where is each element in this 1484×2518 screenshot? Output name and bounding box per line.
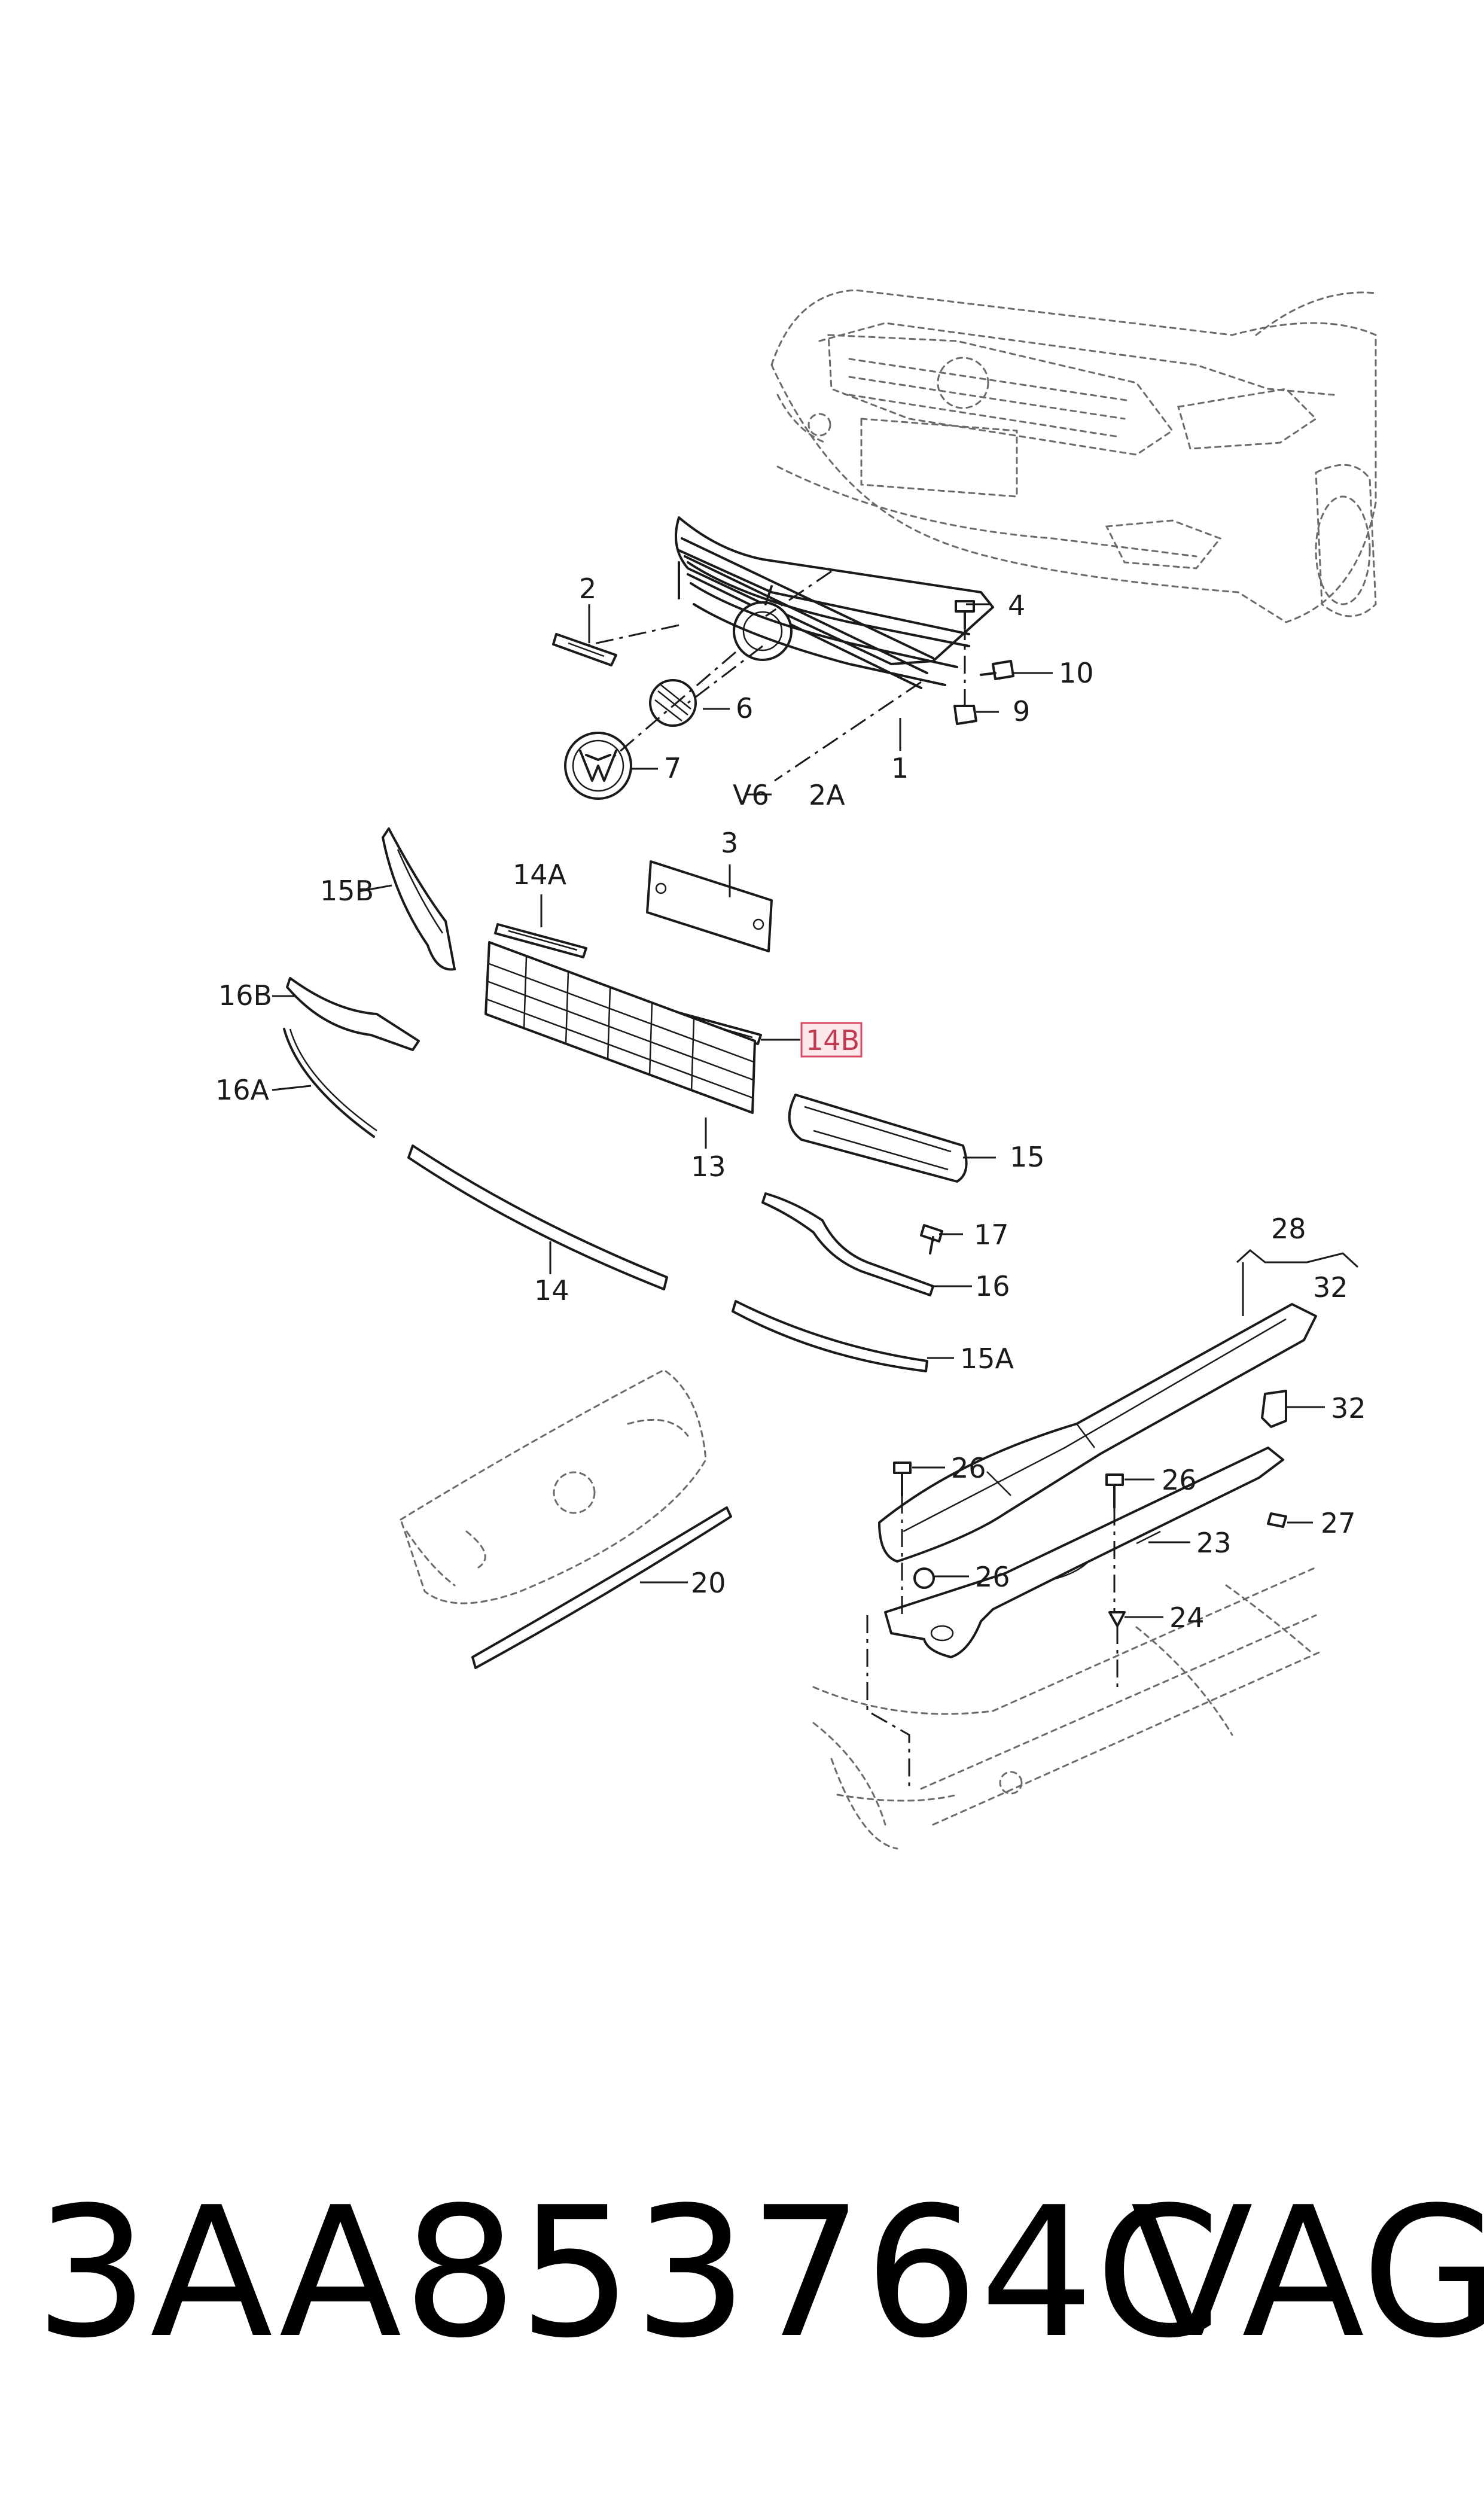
callout-15A: 15A xyxy=(960,1342,1014,1375)
vw-logo-emblem xyxy=(564,732,632,800)
callout-13: 13 xyxy=(691,1150,726,1183)
car-front-outline xyxy=(770,289,1377,623)
callout-32-top: 32 xyxy=(1313,1271,1348,1304)
grille-marking: V6 xyxy=(733,779,769,811)
strip-20 xyxy=(471,1506,732,1669)
plate-bracket xyxy=(646,860,773,952)
bracket-23 xyxy=(884,1447,1284,1658)
callout-4: 4 xyxy=(1008,589,1025,622)
callout-9: 9 xyxy=(1013,695,1030,727)
callout-10: 10 xyxy=(1059,657,1094,689)
callout-16: 15B xyxy=(320,875,374,907)
trim-15B xyxy=(761,1192,934,1296)
callout-14B-highlight xyxy=(800,1022,863,1058)
callout-32: 32 xyxy=(1331,1392,1366,1424)
clip-9 xyxy=(953,705,977,725)
callout-15B: 16 xyxy=(975,1270,1010,1302)
strip-14A xyxy=(494,923,587,958)
rear-outline xyxy=(400,1369,707,1604)
emblem-6 xyxy=(649,679,697,727)
callout-23: 23 xyxy=(1196,1527,1232,1559)
callout-28: 28 xyxy=(1271,1213,1306,1245)
strip-15A xyxy=(732,1300,928,1372)
callout-20: 20 xyxy=(691,1567,726,1599)
strip-14 xyxy=(407,1144,668,1290)
callout-27: 26 xyxy=(975,1561,1010,1593)
badge-emblem xyxy=(552,633,617,666)
trim-16B xyxy=(286,977,420,1051)
callout-7: 7 xyxy=(664,752,681,784)
upper-grille-slats xyxy=(687,561,970,686)
parts-diagram: 2 4 10 6 9 1 7 V6 2A 3 15B 14A 16B 14B 1… xyxy=(215,289,1377,1850)
callout-26-left: 26 xyxy=(951,1452,986,1484)
callout-2A: 2A xyxy=(809,779,845,811)
callout-14A: 14A xyxy=(513,858,567,891)
callout-17: 17 xyxy=(974,1219,1009,1251)
trim-16A xyxy=(283,1028,377,1138)
leader-lines xyxy=(272,570,1359,1789)
lower-grille xyxy=(484,941,756,1114)
callout-14: 14 xyxy=(534,1274,569,1307)
callout-6: 6 xyxy=(736,692,753,724)
callout-2: 2 xyxy=(579,573,596,605)
callout-16A: 16A xyxy=(215,1074,270,1106)
callout-26-right: 27 xyxy=(1321,1507,1356,1539)
clip-32 xyxy=(1261,1390,1287,1428)
callout-14B: 14B xyxy=(806,1024,860,1056)
callout-1: 1 xyxy=(891,752,909,784)
nut-27 xyxy=(913,1567,935,1589)
callout-16B: 16B xyxy=(218,979,272,1012)
callout-26-mid: 26 xyxy=(1162,1464,1197,1496)
callout-15: 15 xyxy=(1010,1141,1045,1173)
callout-3: 3 xyxy=(721,827,738,859)
chassis-outline xyxy=(812,1566,1323,1850)
fog-trim-15 xyxy=(788,1094,968,1183)
clip-24 xyxy=(1108,1611,1126,1627)
screw-17 xyxy=(920,1224,943,1255)
carrier-28 xyxy=(878,1303,1317,1563)
footer: 3AA853764C VAG xyxy=(0,2160,1484,2411)
callout-labels: 2 4 10 6 9 1 7 V6 2A 3 15B 14A 16B 14B 1… xyxy=(215,573,1366,1634)
bolts-26 xyxy=(893,1462,1287,1528)
part-number: 3AA853764C xyxy=(35,2169,1222,2377)
upper-grille xyxy=(675,516,994,689)
brand-label: VAG xyxy=(1130,2169,1484,2377)
bolt-10 xyxy=(980,660,1014,680)
callout-24: 24 xyxy=(1169,1601,1205,1634)
side-trim-16 xyxy=(382,827,456,971)
